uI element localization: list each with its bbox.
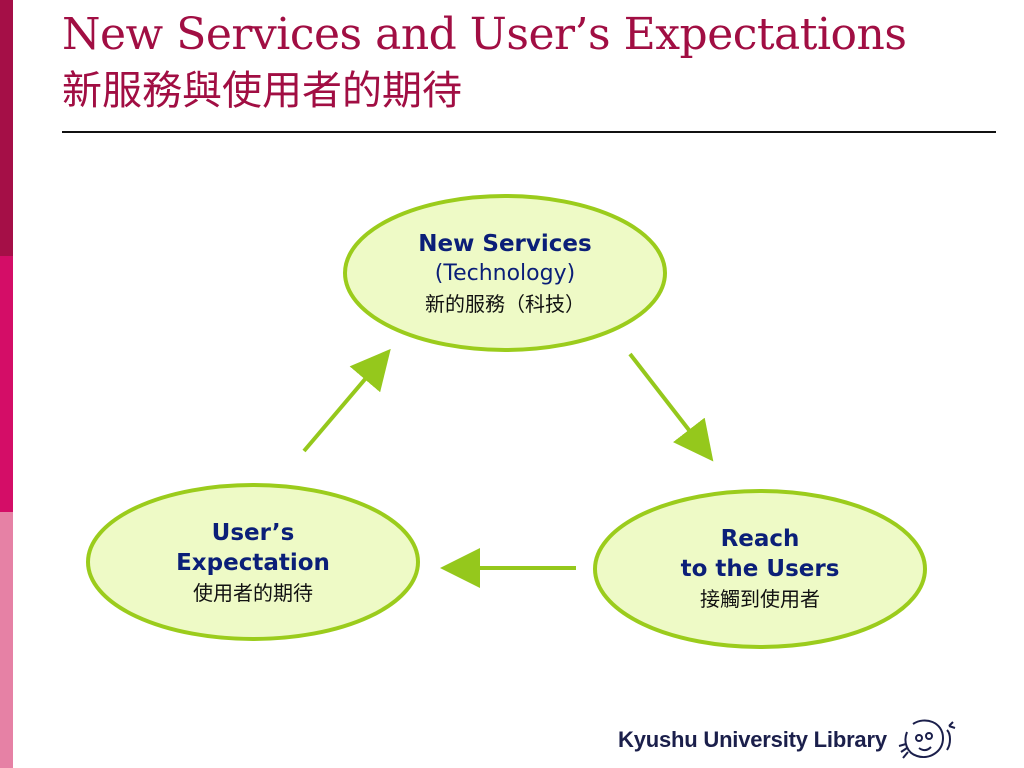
node-left-title-1: User’s	[211, 519, 295, 546]
node-users-expectation: User’s Expectation 使用者的期待	[88, 485, 418, 640]
side-bar-bottom	[0, 512, 13, 768]
node-reach-users: Reach to the Users 接觸到使用者	[595, 490, 925, 648]
node-top-subtitle: (Technology)	[434, 260, 576, 286]
node-top-shape	[343, 194, 667, 352]
node-top-title: New Services	[418, 230, 592, 257]
side-bar-top	[0, 0, 13, 256]
node-right-title-1: Reach	[720, 526, 800, 552]
slide-title-english: New Services and User’s Expectations	[62, 9, 907, 60]
side-bar-middle	[0, 256, 13, 512]
slide-title: New Services and User’s Expectations 新服務…	[62, 6, 907, 118]
library-mascot-icon	[898, 719, 956, 759]
footer-brand-text: Kyushu University Library	[618, 727, 887, 752]
arrow-left-to-top	[302, 348, 391, 453]
node-left-shape	[86, 483, 420, 641]
title-underline	[62, 131, 996, 133]
node-right-shape	[593, 489, 927, 649]
node-left-title-2: Expectation	[176, 549, 330, 576]
node-top-chinese: 新的服務（科技）	[425, 291, 585, 316]
node-right-title-2: to the Users	[680, 556, 840, 582]
node-new-services: New Services (Technology) 新的服務（科技）	[345, 196, 665, 351]
node-right-chinese: 接觸到使用者	[700, 587, 820, 611]
arrow-top-to-right	[628, 352, 714, 462]
node-left-chinese: 使用者的期待	[193, 580, 313, 605]
footer-brand: Kyushu University Library	[618, 718, 957, 762]
slide-title-chinese: 新服務與使用者的期待	[62, 68, 462, 114]
